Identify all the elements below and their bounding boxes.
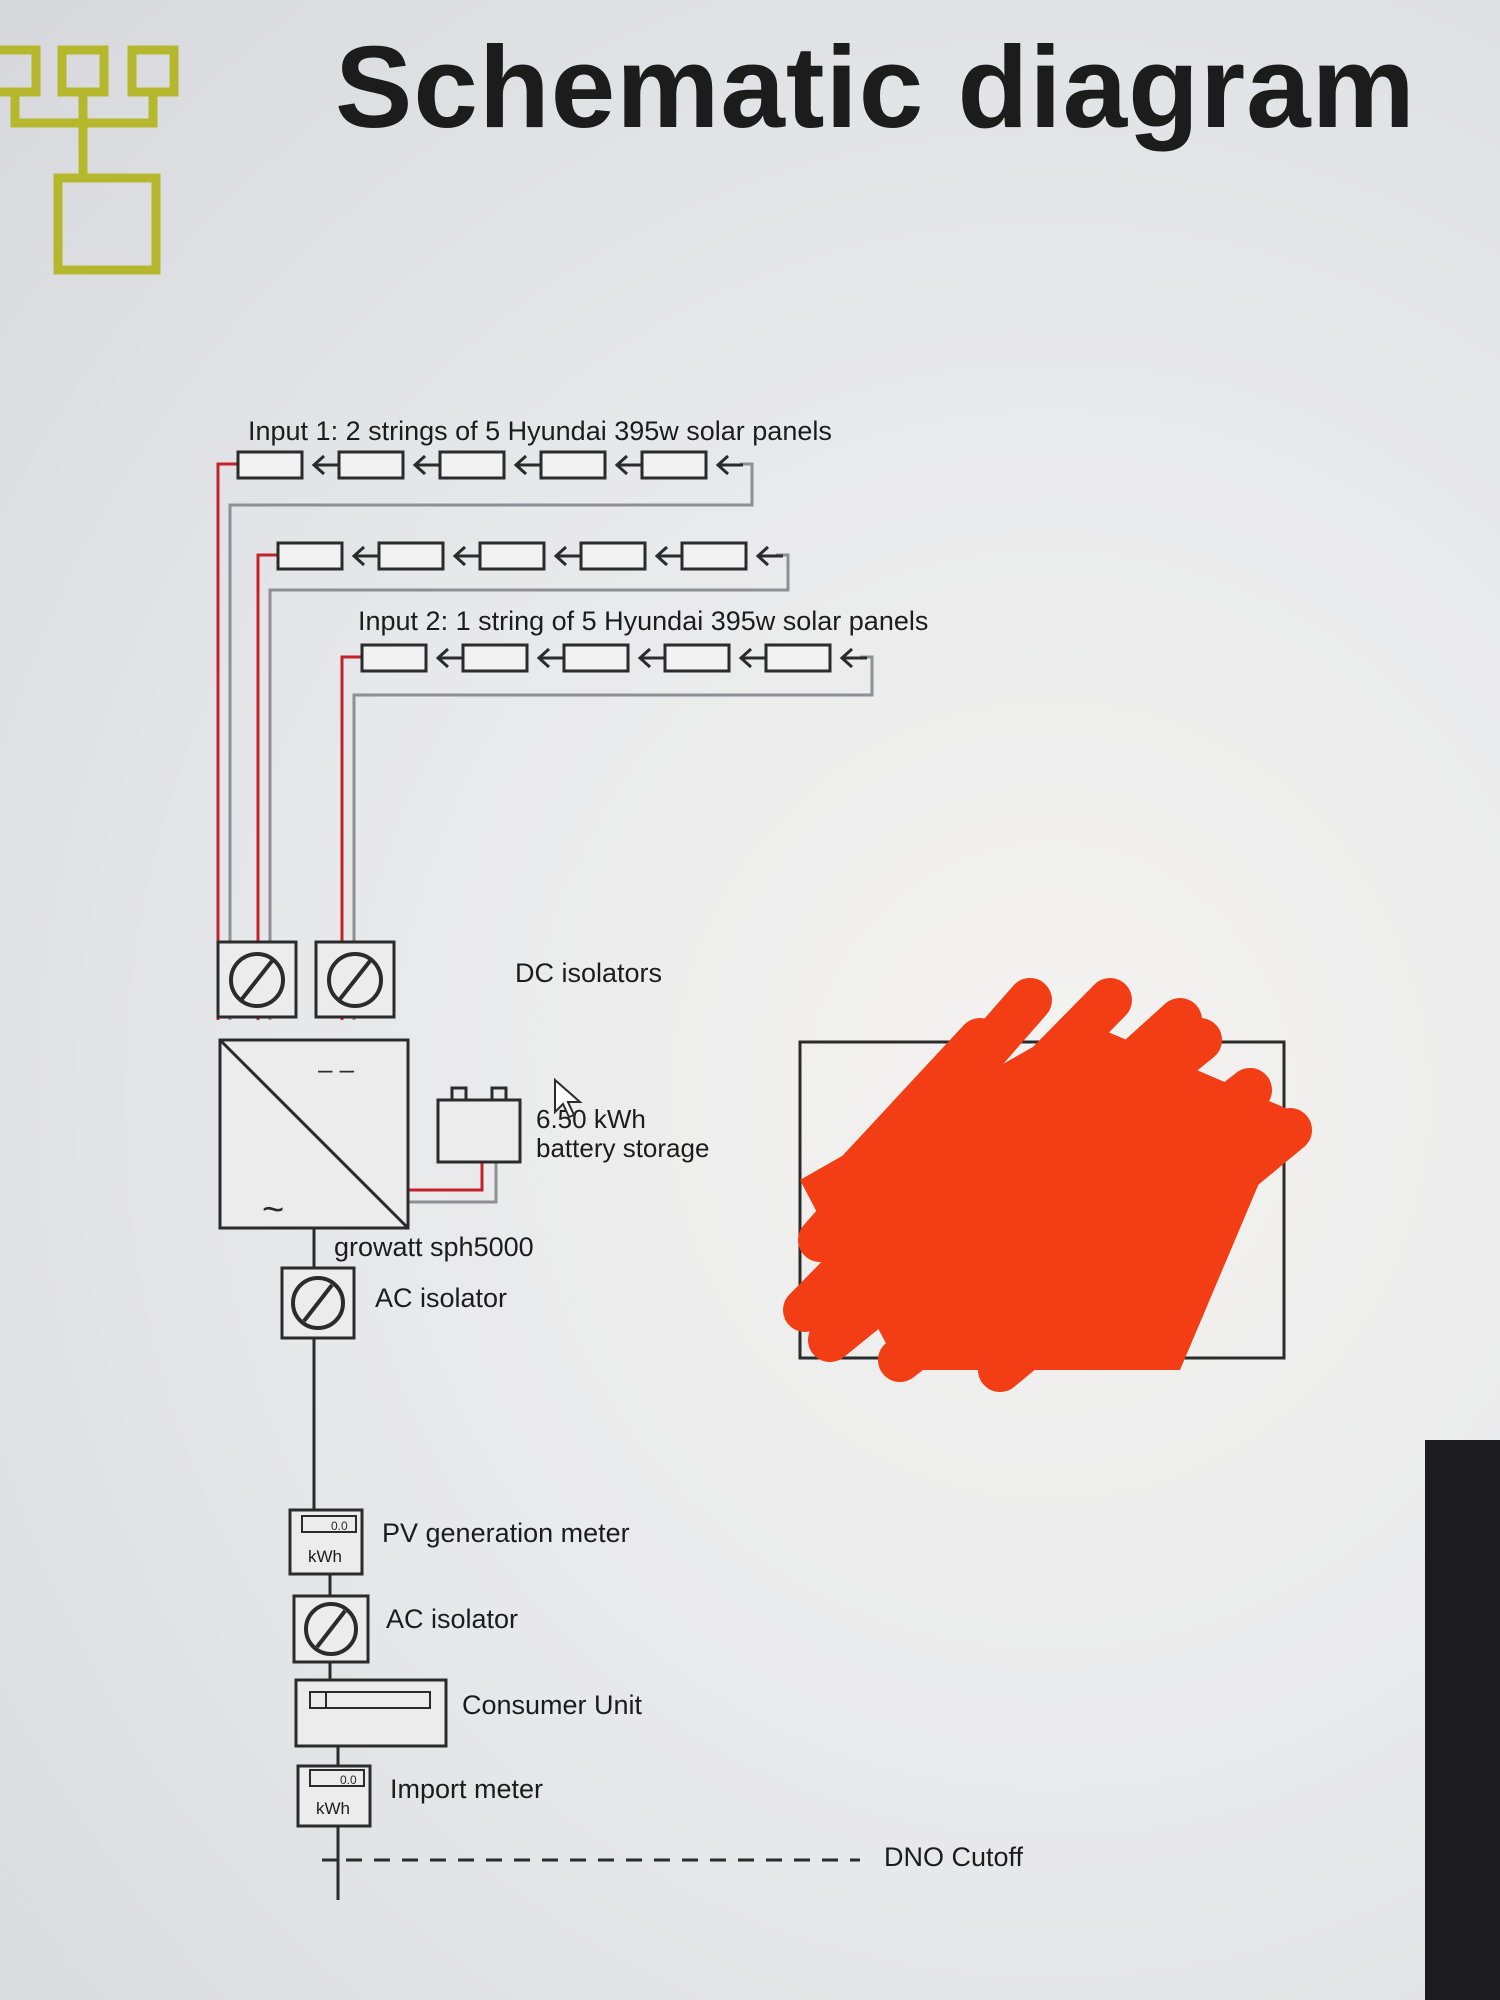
svg-text:AC isolator: AC isolator (386, 1604, 518, 1634)
solar-panel-icon (377, 541, 480, 571)
string-2-positive (256, 553, 278, 1020)
battery-label: 6.50 kWh battery storage (536, 1104, 709, 1163)
svg-text:Import meter: Import meter (390, 1774, 543, 1804)
import-meter-reading: 0.0 (340, 1773, 357, 1787)
solar-panel-icon (539, 450, 642, 480)
solar-panel-icon (562, 643, 665, 673)
inverter: – – ~ (218, 1038, 410, 1231)
pv-generation-meter-label: PV generation meter (382, 1518, 630, 1548)
solar-panel-icon (478, 541, 581, 571)
solar-panel-icon (337, 450, 440, 480)
pv-meter-reading: 0.0 (331, 1519, 348, 1533)
solar-panel-icon (680, 541, 783, 571)
solar-panel-icon (663, 643, 766, 673)
string-3-positive (340, 655, 362, 1020)
mouse-cursor-icon (554, 1077, 583, 1119)
redacted-panel (783, 978, 1312, 1392)
dno-cutoff-label: DNO Cutoff (884, 1842, 1024, 1872)
solar-panel-strings (236, 450, 867, 673)
dc-wiring (216, 462, 874, 1204)
svg-text:6.50 kWh: 6.50 kWh (536, 1104, 646, 1134)
ac-isolator-2 (292, 1594, 370, 1664)
inverter-dc-symbol: – – (318, 1054, 355, 1084)
string-1-negative (228, 462, 754, 1020)
consumer-unit-label: Consumer Unit (462, 1690, 643, 1720)
svg-text:PV generation meter: PV generation meter (382, 1518, 630, 1548)
input-1-label: Input 1: 2 strings of 5 Hyundai 395w sol… (248, 416, 832, 446)
battery-negative-wire (408, 1160, 498, 1204)
pv-generation-meter: 0.0 kWh (288, 1508, 364, 1576)
ac-isolator-2-label: AC isolator (386, 1604, 518, 1634)
monitor-bezel (1425, 1440, 1500, 2000)
import-meter-label: Import meter (390, 1774, 543, 1804)
string-3-negative (352, 655, 874, 1020)
consumer-unit (294, 1678, 448, 1748)
hierarchy-icon (0, 45, 179, 275)
solar-panel-icon (438, 450, 541, 480)
pv-meter-unit: kWh (308, 1547, 342, 1566)
battery-positive-wire (408, 1160, 484, 1192)
import-meter-unit: kWh (316, 1799, 350, 1818)
svg-text:Input 1: 2 strings of 5 Hyunda: Input 1: 2 strings of 5 Hyundai 395w sol… (248, 416, 832, 446)
import-meter: 0.0 kWh (296, 1764, 372, 1828)
solar-panel-icon (579, 541, 682, 571)
ac-isolator-1 (280, 1266, 356, 1340)
string-1-positive (216, 462, 238, 1020)
svg-text:Consumer Unit: Consumer Unit (462, 1690, 643, 1720)
dc-isolators-label: DC isolators (515, 958, 662, 988)
dc-isolator-1 (216, 940, 298, 1019)
battery (436, 1086, 522, 1164)
solar-panel-icon (764, 643, 867, 673)
svg-text:Input 2: 1 string of 5 Hyundai: Input 2: 1 string of 5 Hyundai 395w sola… (358, 606, 928, 636)
inverter-ac-symbol: ~ (262, 1189, 284, 1231)
svg-text:DC isolators: DC isolators (515, 958, 662, 988)
ac-isolator-1-label: AC isolator (375, 1283, 507, 1313)
string-2-negative (268, 553, 790, 1020)
solar-panel-icon (276, 541, 379, 571)
svg-text:growatt sph5000: growatt sph5000 (334, 1232, 534, 1262)
inverter-label: growatt sph5000 (334, 1232, 534, 1262)
solar-panel-icon (461, 643, 564, 673)
solar-panel-icon (640, 450, 743, 480)
solar-panel-icon (360, 643, 463, 673)
dc-isolator-2 (314, 940, 396, 1019)
solar-panel-icon (236, 450, 339, 480)
svg-text:AC isolator: AC isolator (375, 1283, 507, 1313)
svg-text:DNO Cutoff: DNO Cutoff (884, 1842, 1024, 1872)
page-title: Schematic diagram (335, 22, 1416, 152)
svg-text:battery storage: battery storage (536, 1133, 709, 1163)
input-2-label: Input 2: 1 string of 5 Hyundai 395w sola… (358, 606, 928, 636)
